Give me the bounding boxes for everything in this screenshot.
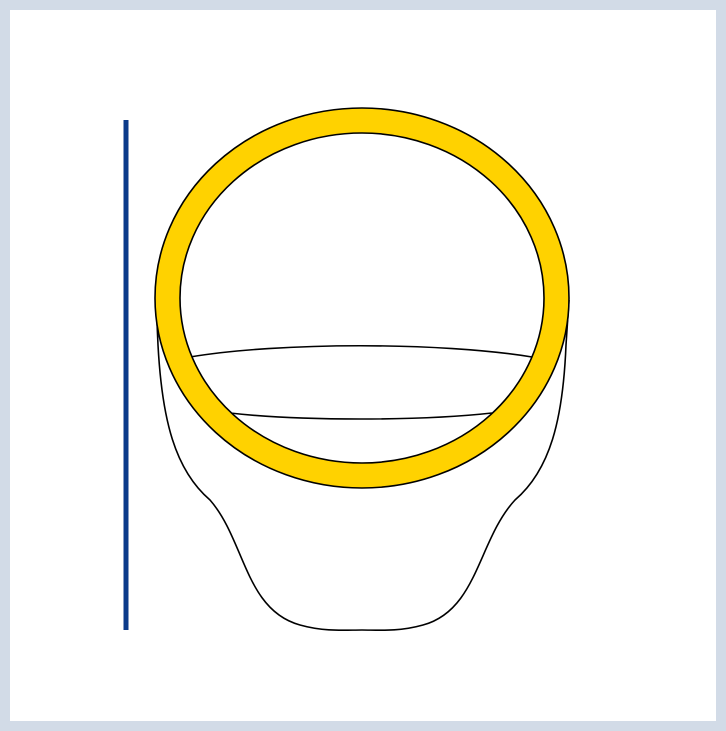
diagram-svg bbox=[0, 0, 726, 731]
